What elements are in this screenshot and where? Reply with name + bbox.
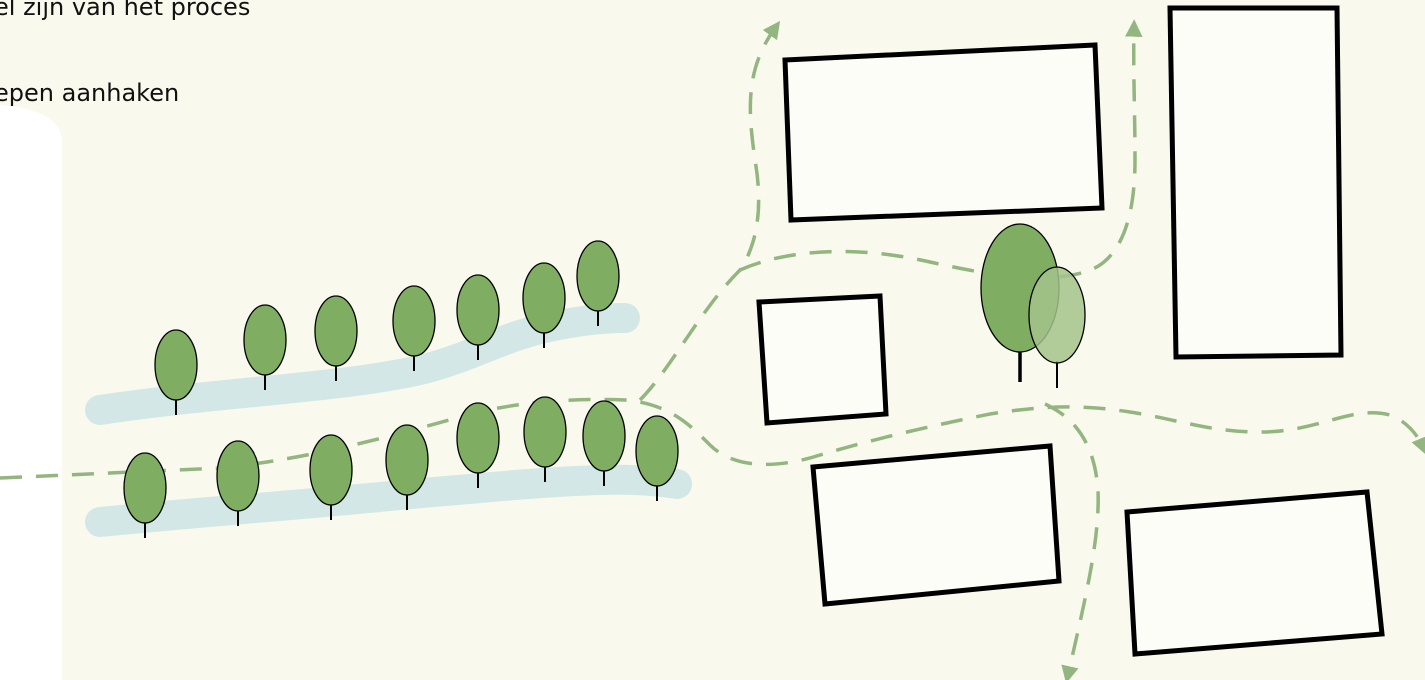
route-middle-north [739,19,1143,280]
tree-icon [576,240,620,326]
tree-icon [582,400,626,486]
tree-icon [392,285,436,371]
tree-crown [309,434,353,506]
tree-icon [635,415,679,501]
tree-icon [385,424,429,510]
building-small-square [756,293,889,426]
caption-line-1: el zijn van het proces [0,0,251,21]
tree-crown [635,415,679,487]
tree-crown [123,452,167,524]
buildings [756,5,1385,657]
tree-crown [243,304,287,376]
water-stream-upper [85,303,640,425]
water-streams [85,303,692,537]
building-tall-right [1167,5,1344,360]
tree-crown [216,440,260,512]
tree-icon [243,304,287,390]
tree-icon [154,329,198,415]
tree-icon [456,274,500,360]
tree-crown [522,262,566,334]
tree-crown [456,402,500,474]
tree-icon [456,402,500,488]
tree-icon [216,440,260,526]
tree-icon [1028,266,1086,388]
tree-crown [582,400,626,472]
tree-crown [1028,266,1086,364]
tree-crown [392,285,436,357]
tree-icon [314,295,358,381]
tree-icon [523,396,567,482]
tree-crown [523,396,567,468]
tree-icon [123,452,167,538]
tree-icon [522,262,566,348]
tree-icon [309,434,353,520]
building-bottom-center [810,443,1062,607]
tree-crown [385,424,429,496]
tree-crown [456,274,500,346]
building-top-center [782,42,1105,223]
route-south [1044,402,1100,680]
tree-crown [314,295,358,367]
tree-crown [154,329,198,401]
caption-line-2: epen aanhaken [0,79,180,107]
water-stream-lower [85,464,692,537]
building-bottom-right [1124,489,1385,657]
tree-crown [576,240,620,312]
tree-group [123,223,1086,538]
